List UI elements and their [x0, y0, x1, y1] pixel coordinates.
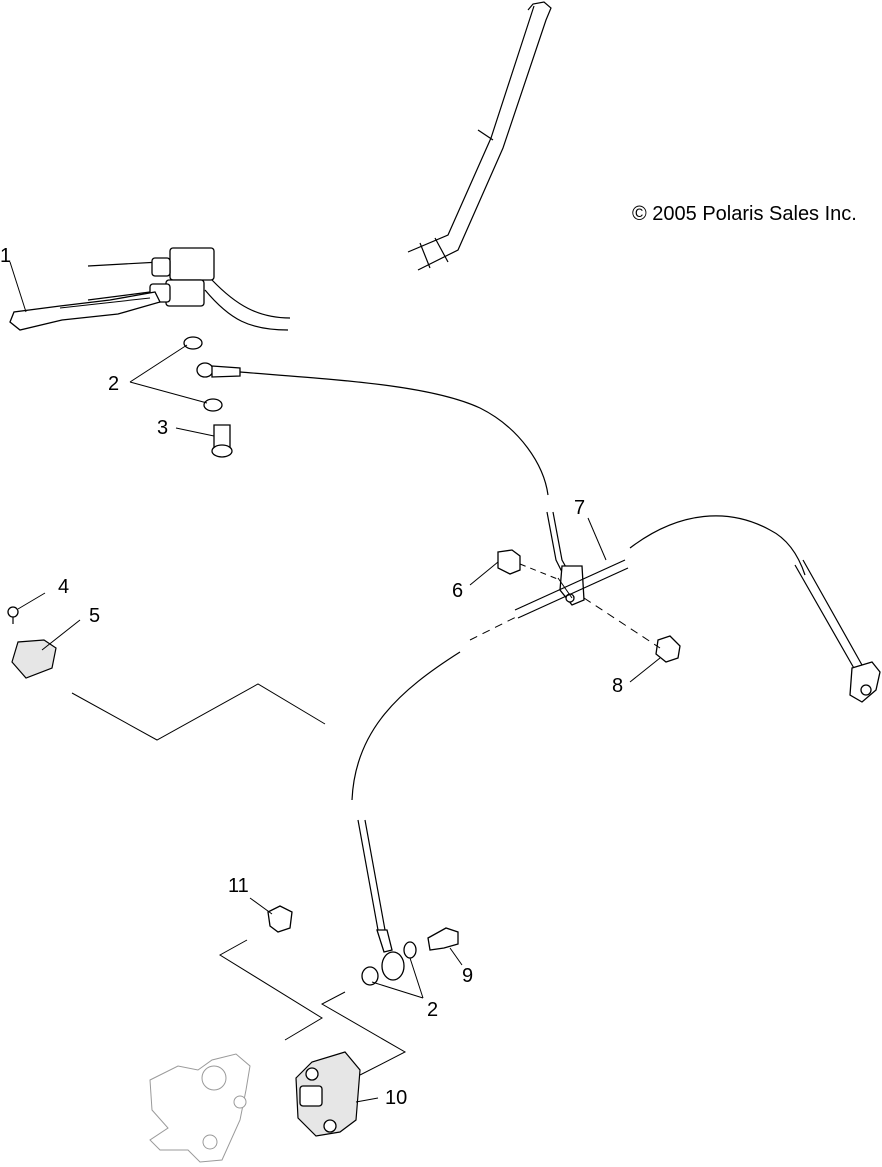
callout-9: 9	[462, 965, 473, 987]
lower-line-fitting	[361, 929, 417, 986]
callout-2-lower: 2	[427, 999, 438, 1021]
brake-line-clamp	[497, 549, 681, 663]
callout-8: 8	[612, 675, 623, 697]
banjo-bolt-lower	[427, 927, 459, 951]
brake-caliper	[295, 1051, 361, 1137]
callout-labels: 1 2 3 4 5 6 7 8 9 2 10 11	[0, 245, 623, 1109]
callout-4: 4	[58, 576, 69, 598]
copyright-notice: © 2005 Polaris Sales Inc.	[632, 203, 857, 225]
wheel-spindle	[149, 1053, 251, 1163]
callout-11: 11	[228, 875, 249, 897]
brake-lever-assembly	[9, 247, 291, 331]
callout-6: 6	[452, 580, 463, 602]
callout-1: 1	[0, 245, 11, 267]
right-brake-line-sleeve	[794, 559, 863, 671]
callout-3: 3	[157, 417, 168, 439]
right-line-fitting	[849, 661, 881, 703]
clip-parts	[7, 606, 57, 679]
right-brake-line	[629, 515, 806, 576]
callout-5: 5	[89, 605, 100, 627]
caliper-bolt	[267, 905, 293, 933]
connector-lines	[71, 683, 407, 1076]
handlebar	[407, 1, 552, 271]
upper-brake-line	[239, 371, 549, 496]
callout-10: 10	[385, 1087, 407, 1109]
callout-7: 7	[574, 497, 585, 519]
banjo-fittings-upper	[183, 336, 241, 458]
lower-brake-line	[351, 651, 461, 801]
lower-brake-line-sleeve	[357, 819, 386, 931]
callout-2-upper: 2	[108, 373, 119, 395]
callout-leaders	[9, 261, 661, 1103]
dashed-leaders	[469, 563, 661, 649]
